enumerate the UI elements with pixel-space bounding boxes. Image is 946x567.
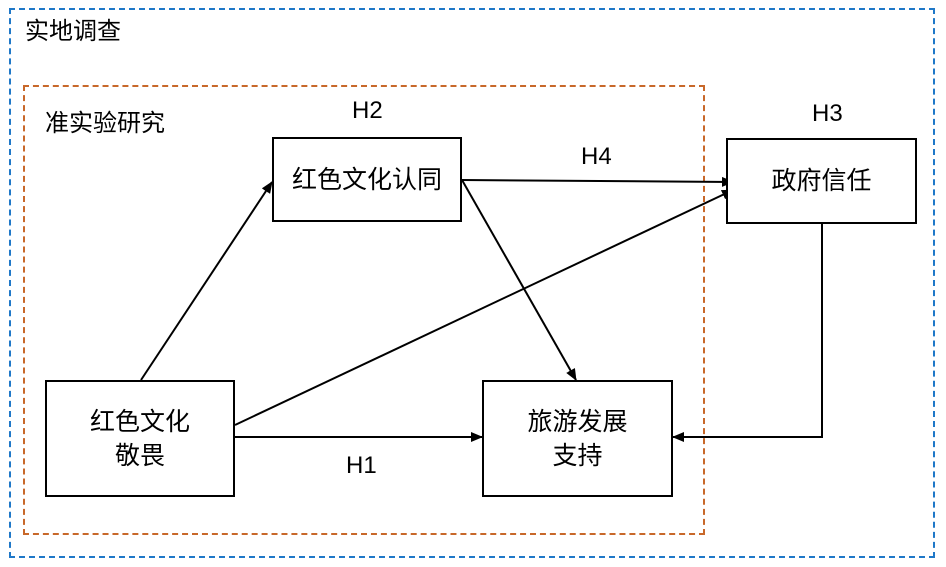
arrow-identity-to-trust [461, 176, 734, 187]
node-label-line1: 红色文化 [89, 406, 190, 436]
node-label: 红色文化认同 [291, 164, 442, 194]
node-label-line2: 敬畏 [114, 440, 165, 470]
field-survey-frame [9, 8, 935, 558]
hypothesis-h4-label: H4 [581, 143, 612, 170]
hypothesis-h1-label: H1 [346, 452, 377, 479]
node-label-line2: 支持 [552, 440, 603, 470]
node-tourism-development-support: 旅游发展 支持 [482, 380, 673, 497]
node-label: 政府信任 [771, 166, 872, 196]
arrow-awe-to-trust [234, 189, 734, 426]
hypothesis-h3-label: H3 [812, 100, 843, 127]
node-label-line1: 旅游发展 [527, 406, 628, 436]
arrow-trust-to-support [672, 224, 823, 442]
arrow-awe-to-identity [140, 181, 273, 381]
hypothesis-h2-label: H2 [352, 97, 383, 124]
quasi-experiment-frame [23, 85, 705, 535]
field-survey-label: 实地调查 [25, 17, 121, 45]
node-government-trust: 政府信任 [726, 138, 917, 224]
quasi-experiment-label: 准实验研究 [45, 109, 165, 137]
arrow-identity-to-support [461, 179, 577, 381]
node-red-culture-identity: 红色文化认同 [272, 137, 462, 222]
node-red-culture-awe: 红色文化 敬畏 [45, 380, 235, 497]
